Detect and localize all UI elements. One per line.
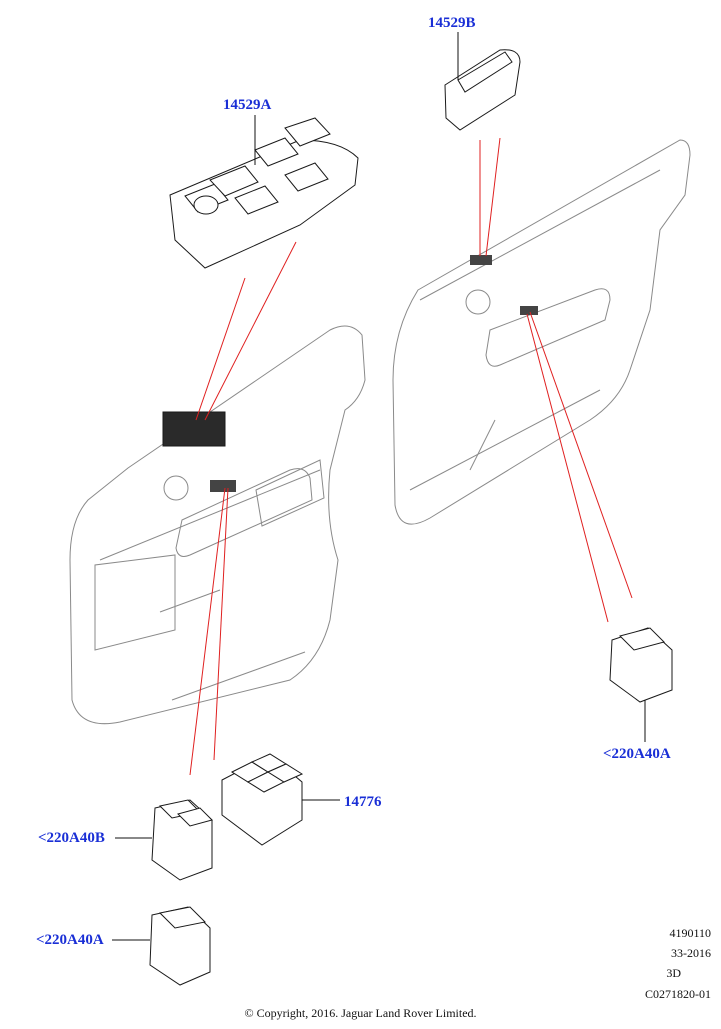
rear-door-panel <box>392 139 691 525</box>
rear-lock-switch-on-panel <box>470 255 492 265</box>
copyright-notice: © Copyright, 2016. Jaguar Land Rover Lim… <box>244 1006 477 1020</box>
switch-14529B <box>444 32 521 131</box>
label-14529B[interactable]: 14529B <box>428 15 476 31</box>
label-14776[interactable]: 14776 <box>344 794 382 810</box>
callout-lines <box>189 137 633 776</box>
meta-line-4: C0271820-01 <box>645 987 711 1001</box>
switch-220A40A-right <box>609 627 673 742</box>
front-switch-on-panel <box>162 411 226 447</box>
label-220A40B[interactable]: <220A40B <box>38 830 105 846</box>
label-14529A[interactable]: 14529A <box>223 97 272 113</box>
switch-pack-14529A <box>169 115 359 269</box>
front-mirror-switch-on-panel <box>210 480 236 492</box>
switch-220A40B <box>115 799 213 881</box>
meta-line-2: 33-2016 <box>671 946 711 960</box>
label-220A40A-right[interactable]: <220A40A <box>603 746 671 762</box>
front-door-panel <box>69 325 366 725</box>
rear-window-switch-on-panel <box>520 306 538 315</box>
label-220A40A-bottom[interactable]: <220A40A <box>36 932 104 948</box>
switch-220A40A-bottom <box>112 906 211 986</box>
meta-line-3: 3D <box>666 966 681 980</box>
switch-14776 <box>221 753 340 846</box>
meta-line-1: 4190110 <box>669 926 711 940</box>
